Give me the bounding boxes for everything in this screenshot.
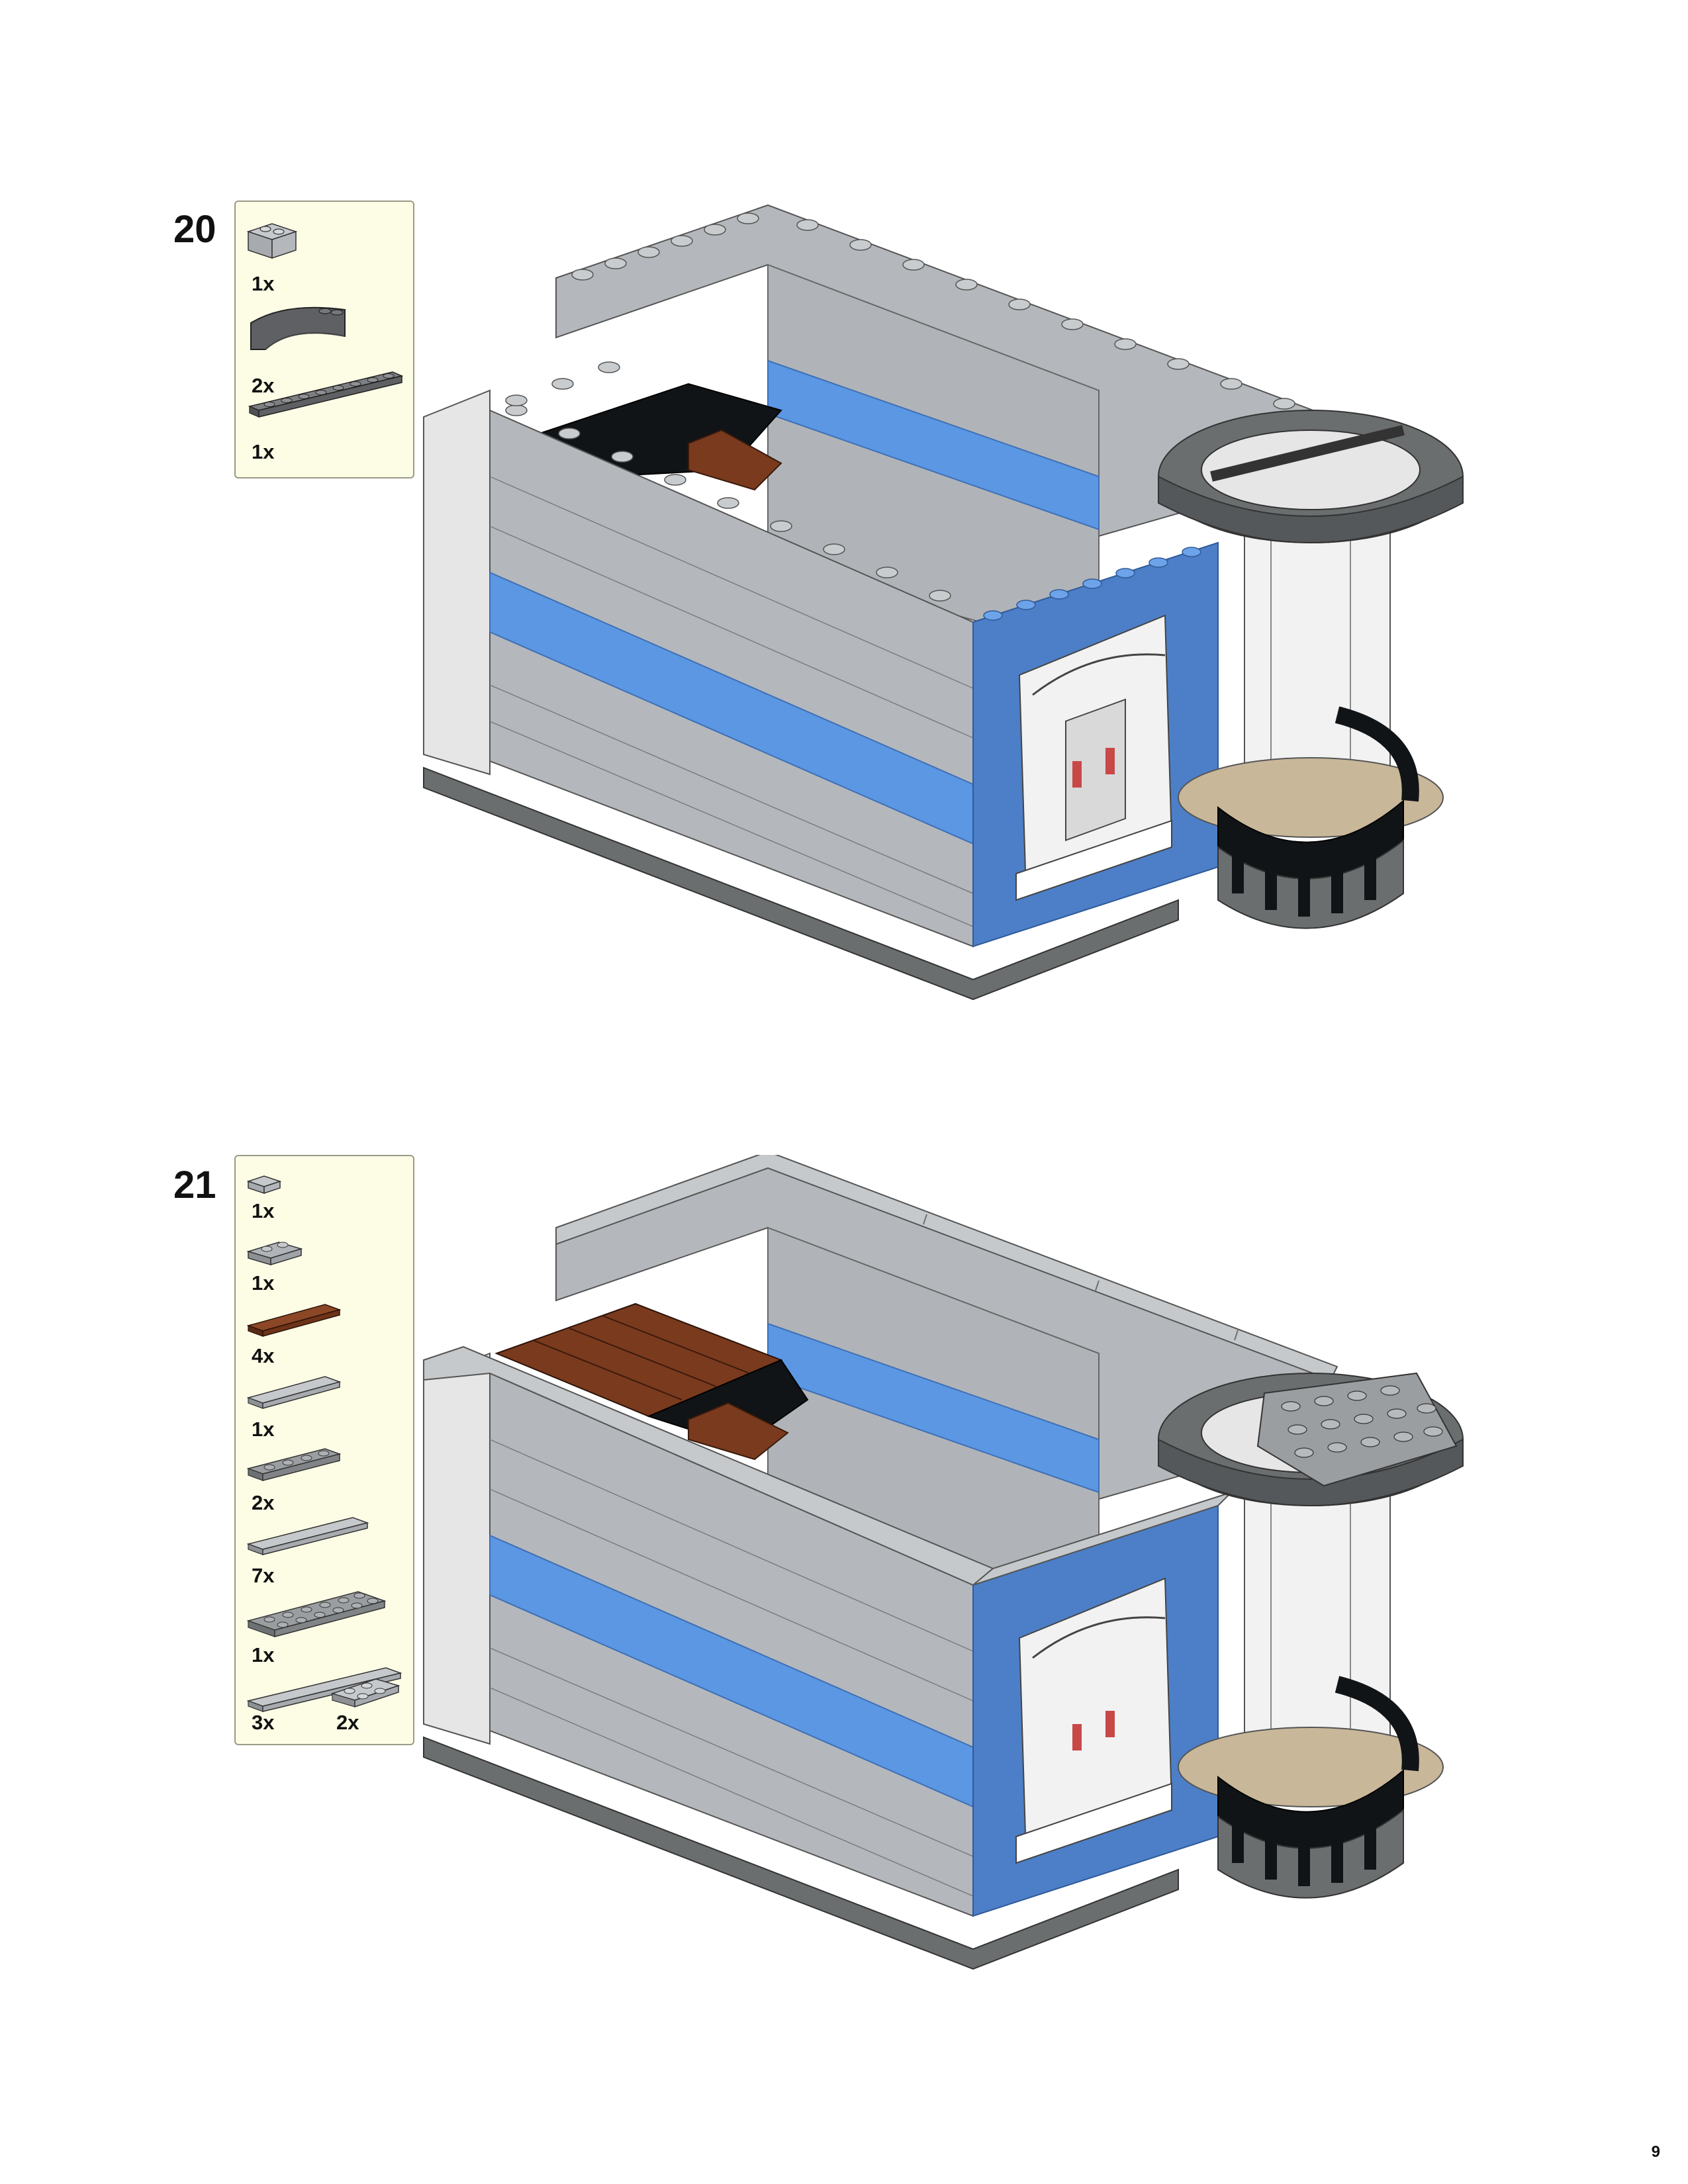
base-plate xyxy=(423,766,1179,1001)
blue-wall-studs xyxy=(983,547,1201,621)
part-quantity: 2x xyxy=(336,1711,359,1734)
dark-gray-arch-icon xyxy=(250,306,346,350)
front-left-wall xyxy=(423,389,491,776)
part-quantity: 1x xyxy=(252,1643,275,1666)
dark-gray-ring xyxy=(1158,1372,1464,1506)
building-model-step-20 xyxy=(423,204,1464,1001)
part-quantity: 1x xyxy=(252,1199,275,1222)
part-quantity: 2x xyxy=(252,1491,275,1514)
light-gray-tile-1x6-icon xyxy=(246,1517,369,1555)
light-gray-plate-2x2-icon xyxy=(330,1678,400,1708)
light-gray-tile-1x4-icon xyxy=(246,1376,342,1409)
building-model-step-21 xyxy=(423,1155,1464,1970)
brown-tile-1x4-icon xyxy=(246,1304,342,1337)
front-left-wall xyxy=(423,1352,491,1745)
white-window xyxy=(1015,614,1173,901)
part-quantity: 1x xyxy=(252,1418,275,1441)
blue-stripe-inner xyxy=(767,359,1100,531)
light-gray-plate-1x2-icon xyxy=(246,1242,303,1266)
dark-gray-plate-1x8-icon xyxy=(248,371,404,418)
brick-lines xyxy=(489,476,974,927)
part-quantity: 7x xyxy=(252,1564,275,1587)
light-gray-plate-1x1-icon xyxy=(246,1175,282,1195)
white-window xyxy=(1015,1577,1173,1864)
back-wall-studs xyxy=(571,212,1295,410)
parts-list: 1x 1x 4x 1x 2x 7x 1x xyxy=(234,1155,414,1745)
brown-stairs xyxy=(688,1402,789,1461)
part-quantity: 3x xyxy=(252,1711,275,1734)
front-wall-studs xyxy=(505,361,951,602)
part-quantity: 1x xyxy=(252,272,275,295)
dark-gray-plate-1x4-icon xyxy=(246,1448,342,1481)
tile-seams xyxy=(923,1214,1239,1341)
page-number: 9 xyxy=(1651,2143,1660,2161)
part-quantity: 1x xyxy=(252,1271,275,1295)
floor-tile-seams xyxy=(532,1315,750,1400)
part-quantity: 2x xyxy=(252,374,275,397)
step-number: 21 xyxy=(173,1163,216,1206)
dark-gray-plate-2x6-icon xyxy=(246,1591,387,1637)
gray-plate-infill xyxy=(1256,1372,1458,1487)
light-gray-brick-1x2-icon xyxy=(246,223,298,259)
parts-list: 1x 2x 1x xyxy=(234,201,414,478)
step-number: 20 xyxy=(173,208,216,251)
plate-studs xyxy=(1281,1385,1443,1458)
part-quantity: 1x xyxy=(252,440,275,463)
brown-stairs xyxy=(688,429,782,491)
base-plate xyxy=(423,1736,1179,1970)
brick-lines xyxy=(489,1439,974,1897)
dark-gray-ring xyxy=(1158,410,1464,543)
part-quantity: 4x xyxy=(252,1344,275,1367)
